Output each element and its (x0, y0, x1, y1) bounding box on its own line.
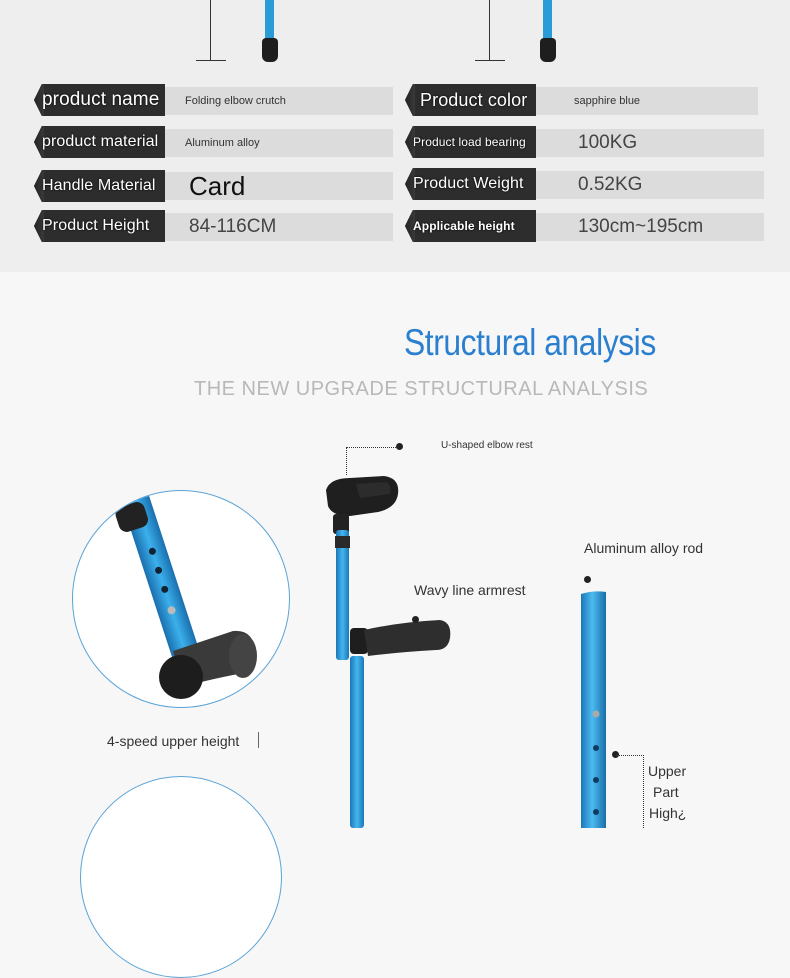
annotation-armrest: Wavy line armrest (414, 582, 526, 598)
spec-label-handle-material: Handle Material (34, 170, 165, 202)
detail-circle-adjustment (72, 490, 290, 708)
spec-label-product-material: product material (34, 126, 165, 158)
spec-value-handle-material: Card (165, 171, 393, 201)
spec-label-product-height: Product Height (34, 210, 165, 242)
spec-section: product name Folding elbow crutch produc… (0, 0, 790, 272)
annotation-upper-part-line2: Part (653, 784, 679, 800)
spec-value-product-name: Folding elbow crutch (165, 87, 393, 115)
section-title: Structural analysis (404, 322, 656, 363)
spec-label-product-name: product name (34, 84, 165, 116)
crutch-stub-right (543, 0, 552, 38)
spec-value-product-material: Aluminum alloy (165, 129, 393, 157)
annotation-elbow-rest: U-shaped elbow rest (441, 440, 533, 451)
rod-dot (584, 576, 591, 583)
crutch-tip-left (262, 38, 278, 62)
crutch-illustration (326, 476, 451, 828)
spec-label-product-color: Product color (405, 84, 536, 116)
text-cursor-mark (258, 732, 259, 748)
crutch-stub-left (265, 0, 274, 38)
spec-value-product-load-bearing: 100KG (536, 129, 764, 157)
upper-part-dot (612, 751, 619, 758)
upper-part-leader-h (616, 755, 644, 756)
crutch-tip-right (540, 38, 556, 62)
detail-circle-lower (80, 776, 282, 978)
elbow-rest-dot (396, 443, 403, 450)
spec-label-applicable-height: Applicable height (405, 210, 536, 242)
measure-base-left (196, 60, 226, 61)
elbow-rest-leader-v (346, 447, 347, 475)
rod-illustration (581, 591, 606, 828)
spec-value-applicable-height: 130cm~195cm (536, 213, 764, 241)
adjustment-detail-illustration (115, 491, 257, 699)
measure-base-right (475, 60, 505, 61)
spec-label-product-weight: Product Weight (405, 168, 536, 200)
elbow-rest-leader-h (346, 447, 400, 448)
measure-line-right (489, 0, 490, 60)
armrest-dot (412, 616, 419, 623)
annotation-upper-part-line3: High¿ (649, 805, 687, 821)
annotation-4-speed: 4-speed upper height (107, 733, 240, 749)
annotation-upper-part-line1: Upper (648, 763, 687, 779)
measure-line-left (210, 0, 211, 60)
section-subtitle: THE NEW UPGRADE STRUCTURAL ANALYSIS (194, 378, 649, 400)
spec-label-product-load-bearing: Product load bearing (405, 126, 536, 158)
spec-value-product-height: 84-116CM (165, 213, 393, 241)
spec-value-product-weight: 0.52KG (536, 171, 764, 199)
upper-part-leader-v (643, 755, 644, 828)
spec-value-product-color: sapphire blue (536, 87, 758, 115)
annotation-rod: Aluminum alloy rod (584, 540, 704, 556)
